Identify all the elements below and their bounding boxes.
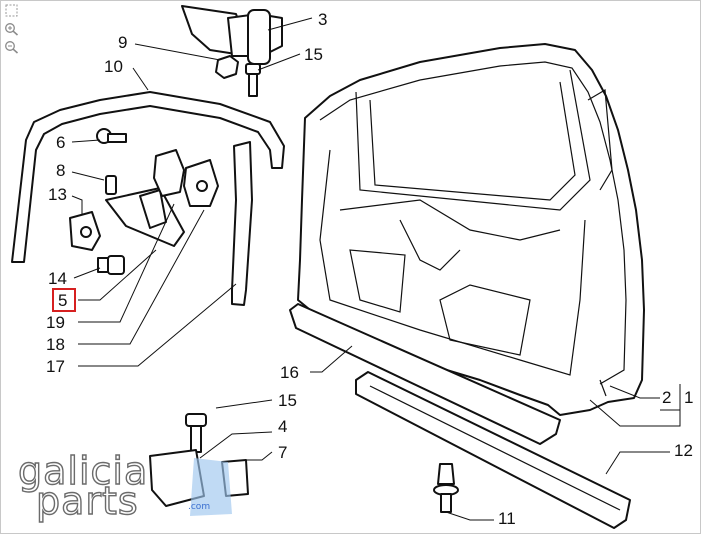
fit-icon[interactable]	[4, 4, 20, 18]
callout-8[interactable]: 8	[56, 161, 65, 180]
zoom-in-icon[interactable]	[4, 22, 20, 36]
callout-17[interactable]: 17	[46, 357, 65, 376]
check-strap-screw-6[interactable]	[96, 128, 127, 144]
sill-trim[interactable]	[289, 303, 561, 445]
callout-14[interactable]: 14	[48, 269, 67, 288]
callout-labels: 3 9 15 10 6 8 13 14 5 19 18 17 16 15 4 7…	[46, 10, 693, 528]
check-strap-bracket-13[interactable]	[69, 211, 101, 251]
hinge-bolt[interactable]	[245, 63, 261, 97]
callout-1[interactable]: 1	[684, 388, 693, 407]
callout-13[interactable]: 13	[48, 185, 67, 204]
weatherstrip[interactable]	[11, 91, 285, 263]
callout-7[interactable]: 7	[278, 443, 287, 462]
callout-19[interactable]: 19	[46, 313, 65, 332]
callout-10[interactable]: 10	[104, 57, 123, 76]
callout-11[interactable]: 11	[498, 509, 516, 528]
zoom-out-icon[interactable]	[4, 40, 20, 54]
check-strap-bolt-14[interactable]	[97, 255, 125, 275]
callout-15-bottom[interactable]: 15	[278, 391, 297, 410]
sill-plate[interactable]	[355, 371, 631, 529]
door-shell[interactable]	[297, 43, 645, 416]
sill-bracket[interactable]	[149, 449, 205, 507]
door-check-strap[interactable]	[105, 187, 185, 247]
callout-5[interactable]: 5	[58, 291, 67, 310]
check-strap-pin-8[interactable]	[105, 175, 117, 195]
callout-16[interactable]: 16	[280, 363, 299, 382]
check-strap-bumper-18[interactable]	[183, 159, 219, 207]
hinge-nut[interactable]	[215, 55, 239, 79]
callout-18[interactable]: 18	[46, 335, 65, 354]
leader-lines	[71, 17, 681, 521]
callout-4[interactable]: 4	[278, 417, 287, 436]
callout-15-top[interactable]: 15	[304, 45, 323, 64]
sill-fastener[interactable]	[433, 463, 459, 513]
callout-3[interactable]: 3	[318, 10, 327, 29]
check-strap-bumper-19[interactable]	[153, 149, 185, 197]
callout-9[interactable]: 9	[118, 33, 127, 52]
door-seal-strip[interactable]	[231, 141, 253, 306]
sill-bolt[interactable]	[185, 413, 207, 453]
callout-6[interactable]: 6	[56, 133, 65, 152]
callout-highlight-box	[52, 288, 76, 312]
callout-12[interactable]: 12	[674, 441, 693, 460]
door-hinge[interactable]	[181, 5, 283, 65]
callout-2[interactable]: 2	[662, 388, 671, 407]
sill-clip[interactable]	[221, 459, 249, 497]
